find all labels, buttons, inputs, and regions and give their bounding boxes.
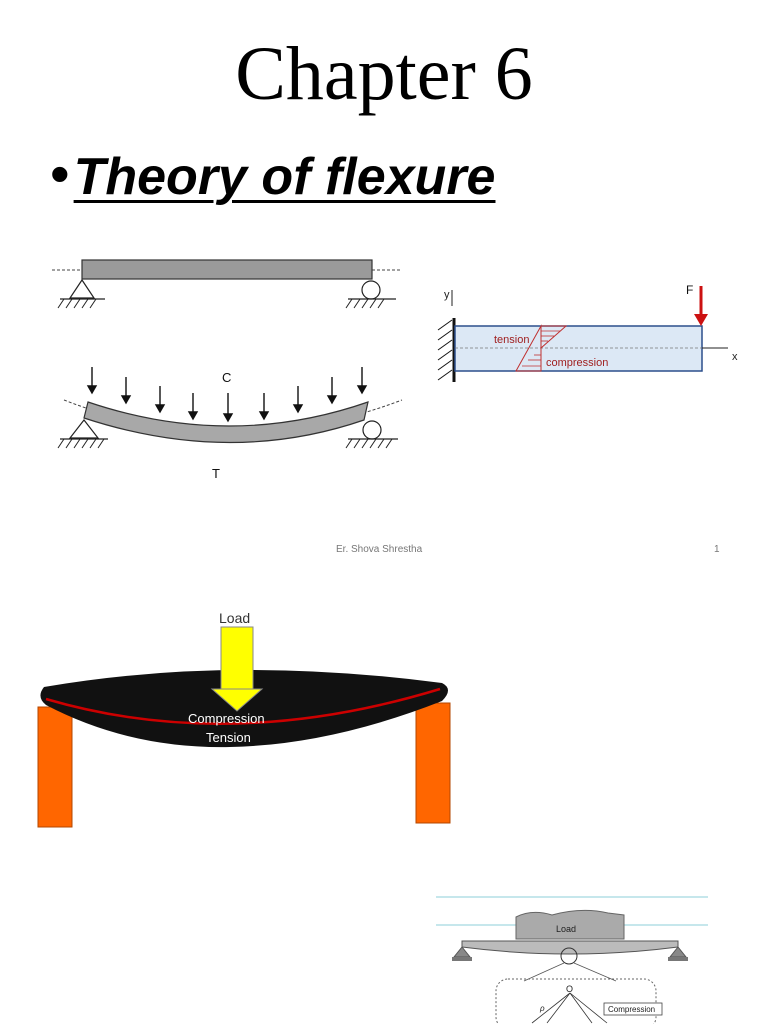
force-arrow-icon — [694, 286, 708, 326]
straight-beam — [52, 259, 402, 309]
load-arrow-icon — [210, 626, 264, 712]
footer-author: Er. Shova Shrestha — [336, 544, 423, 555]
bullet-dot-icon: • — [50, 142, 70, 205]
small-compression-label: Compression — [608, 1005, 655, 1014]
roller-support-icon — [345, 420, 398, 449]
bent-beam: C T — [57, 367, 403, 481]
bullet-item: • Theory of flexure — [50, 146, 496, 206]
small-rho-label: ρ — [539, 1004, 545, 1013]
simply-supported-beam-diagram: C T — [52, 259, 403, 481]
footer-page-number: 1 — [714, 544, 720, 555]
curvature-diagram: Load O ρ Compression — [436, 896, 708, 1024]
axis-x-label: x — [732, 351, 738, 363]
left-support-pillar — [37, 706, 73, 828]
slide-title: Chapter 6 — [235, 32, 533, 116]
neutral-axis-line — [45, 687, 441, 725]
compression-label: Compression — [188, 711, 265, 726]
compression-label: compression — [546, 357, 608, 369]
roller-support-icon — [345, 280, 396, 309]
bent-beam-body — [40, 669, 448, 748]
cantilever-beam-diagram: y x tension compression F — [437, 283, 738, 382]
load-block — [515, 909, 625, 940]
cantilever-beam — [454, 325, 703, 372]
small-o-label: O — [566, 984, 573, 994]
tension-label-t: T — [212, 466, 220, 481]
fixed-wall-icon — [437, 318, 456, 382]
bullet-text: Theory of flexure — [73, 148, 496, 206]
detail-callout — [495, 978, 657, 1024]
small-support-icon — [452, 946, 688, 961]
tension-label: tension — [494, 334, 529, 346]
axis-y-label: y — [444, 289, 450, 301]
compression-label-c: C — [222, 370, 231, 385]
stress-distribution — [515, 324, 568, 372]
tension-label: Tension — [206, 730, 251, 745]
pin-support-icon — [57, 278, 105, 309]
small-load-label: Load — [556, 924, 576, 934]
distributed-load-arrows — [86, 367, 368, 423]
loaded-beam-illustration: Load Compression Tension — [37, 610, 451, 828]
right-support-pillar — [415, 702, 451, 824]
force-label: F — [686, 283, 693, 297]
pin-support-icon — [57, 419, 108, 449]
small-beam — [461, 940, 679, 955]
load-label: Load — [219, 610, 250, 626]
